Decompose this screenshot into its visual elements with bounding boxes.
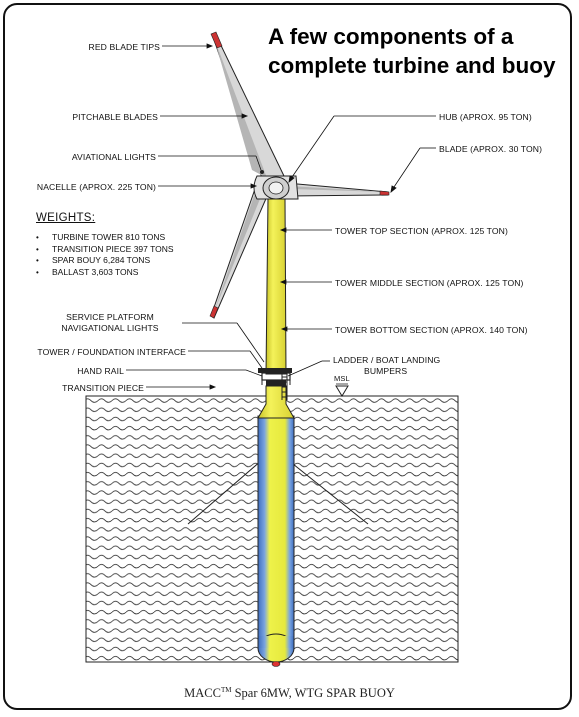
label-service-platform: SERVICE PLATFORM (66, 312, 154, 322)
mooring-line-right (287, 459, 369, 525)
label-aviational-lights: AVIATIONAL LIGHTS (71, 152, 156, 162)
spar-buoy (257, 415, 295, 667)
caption-trademark: TM (220, 686, 232, 694)
label-transition-piece: TRANSITION PIECE (62, 383, 144, 393)
caption-rest: Spar 6MW, WTG SPAR BUOY (231, 686, 395, 701)
label-pitchable-blades: PITCHABLE BLADES (72, 112, 158, 122)
nacelle (253, 170, 299, 200)
label-red-blade-tips: RED BLADE TIPS (88, 42, 160, 52)
figure-caption: MACCTM Spar 6MW, WTG SPAR BUOY (0, 686, 579, 701)
weights-item: TURBINE TOWER 810 TONS (36, 232, 174, 244)
page-title: A few components of a complete turbine a… (268, 22, 568, 80)
weights-item: TRANSITION PIECE 397 TONS (36, 244, 174, 256)
tower (265, 197, 287, 375)
label-hub: HUB (APROX. 95 TON) (439, 112, 532, 122)
leader-lines (126, 43, 436, 390)
weights-item: SPAR BOUY 6,284 TONS (36, 255, 174, 267)
weights-heading: WEIGHTS: (36, 212, 96, 224)
label-nacelle: NACELLE (APROX. 225 TON) (36, 182, 156, 192)
mooring-line-left (187, 459, 263, 525)
label-tower-middle: TOWER MIDDLE SECTION (APROX. 125 TON) (335, 278, 524, 288)
weights-panel: WEIGHTS: TURBINE TOWER 810 TONS TRANSITI… (36, 212, 174, 278)
label-blade: BLADE (APROX. 30 TON) (439, 144, 543, 154)
caption-prefix: MACC (184, 686, 221, 701)
service-platform (258, 368, 292, 386)
label-navigational-lights: NAVIGATIONAL LIGHTS (61, 323, 159, 333)
label-msl: MSL (334, 374, 350, 383)
label-hand-rail: HAND RAIL (77, 366, 124, 376)
label-tower-top: TOWER TOP SECTION (APROX. 125 TON) (335, 226, 508, 236)
label-ladder: LADDER / BOAT LANDING (333, 355, 441, 365)
weights-list: TURBINE TOWER 810 TONS TRANSITION PIECE … (36, 232, 174, 278)
title-line-2: complete turbine and buoy (268, 53, 556, 78)
label-tower-foundation: TOWER / FOUNDATION INTERFACE (37, 347, 186, 357)
weights-item: BALLAST 3,603 TONS (36, 267, 174, 279)
label-tower-bottom: TOWER BOTTOM SECTION (APROX. 140 TON) (335, 325, 528, 335)
title-line-1: A few components of a (268, 24, 514, 49)
label-bumpers: BUMPERS (364, 366, 408, 376)
blades (209, 31, 390, 319)
msl-marker (335, 383, 349, 397)
ladder (281, 372, 288, 400)
